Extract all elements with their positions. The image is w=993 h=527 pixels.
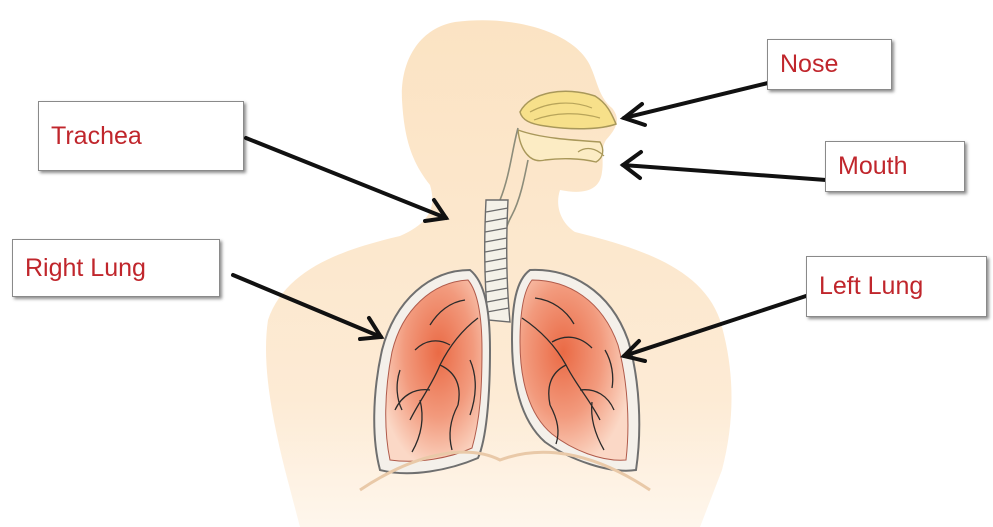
trachea-label: Trachea bbox=[38, 101, 244, 171]
left-lung-label: Left Lung bbox=[806, 256, 987, 317]
trachea-tube bbox=[485, 200, 510, 322]
mouth-label: Mouth bbox=[825, 141, 965, 192]
mouth-arrow bbox=[623, 152, 826, 180]
nose-arrow bbox=[624, 83, 768, 125]
nose-label: Nose bbox=[767, 39, 892, 90]
right-lung-label: Right Lung bbox=[12, 239, 220, 297]
